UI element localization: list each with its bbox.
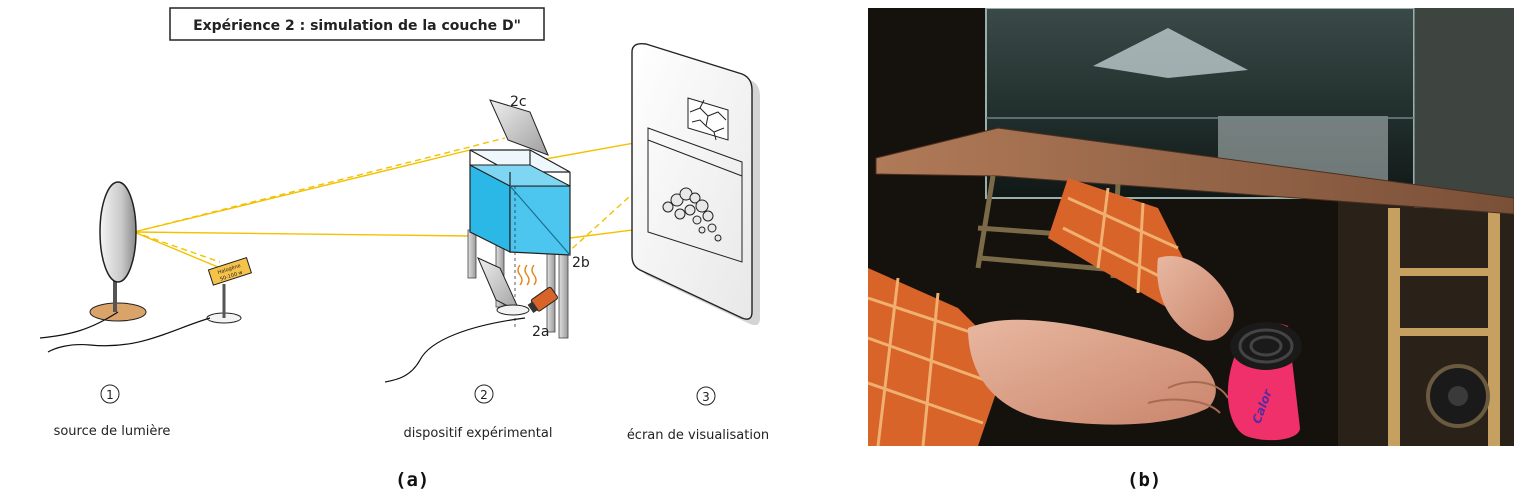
halogen-lamp: Halogène 50-100 w <box>47 256 253 353</box>
diagram-title: Expérience 2 : simulation de la couche D… <box>193 18 521 34</box>
light-beams <box>133 137 693 271</box>
photo-svg: Calor <box>868 8 1514 446</box>
beam-line <box>539 141 641 161</box>
label-2c: 2c <box>510 94 527 110</box>
caption-a: (a) <box>395 469 430 491</box>
experiment-diagram: Expérience 2 : simulation de la couche D… <box>39 7 769 443</box>
beam-line <box>133 149 471 233</box>
step-3-number: 3 <box>702 390 710 404</box>
visualisation-screen <box>631 42 760 326</box>
plaid-sleeve-right <box>1048 178 1188 308</box>
step-1-number: 1 <box>106 388 114 402</box>
experiment-photo: Calor <box>868 8 1514 446</box>
diagram-svg: Expérience 2 : simulation de la couche D… <box>39 7 769 443</box>
hands <box>968 256 1234 425</box>
beam-dashed-line <box>133 137 506 233</box>
step-1: 1 source de lumière <box>54 384 171 439</box>
beam-line <box>133 231 471 237</box>
light-source-lamp <box>39 181 147 339</box>
plaid-sleeve-left <box>868 268 1008 446</box>
step-2-label: dispositif expérimental <box>404 426 553 441</box>
label-2a: 2a <box>532 324 550 340</box>
experimental-device: 2c 2b 2a <box>384 94 590 383</box>
copper-board <box>875 127 1514 215</box>
beam-line <box>133 231 226 271</box>
step-2: 2 dispositif expérimental <box>404 384 553 441</box>
step-2-number: 2 <box>480 388 488 402</box>
step-3: 3 écran de visualisation <box>627 386 769 443</box>
beam-dashed-line <box>133 231 221 263</box>
caption-b: (b) <box>1127 469 1162 491</box>
step-1-label: source de lumière <box>54 424 171 439</box>
title-box: Expérience 2 : simulation de la couche D… <box>169 7 545 41</box>
step-3-label: écran de visualisation <box>627 428 769 443</box>
hair-dryer: Calor <box>1227 322 1302 441</box>
label-2b: 2b <box>572 255 590 271</box>
